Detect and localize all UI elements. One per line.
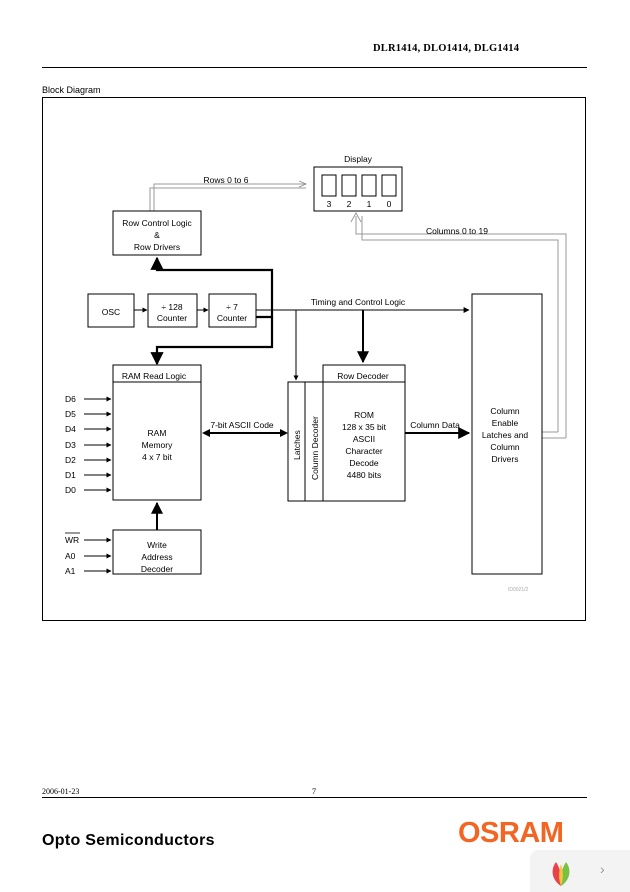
input-label: D2 [65, 455, 76, 465]
columns-label: Columns 0 to 19 [426, 226, 488, 236]
counter-128-block: ÷ 128 Counter [147, 293, 198, 328]
digit-label: 1 [367, 199, 372, 209]
digit-segment [341, 174, 357, 197]
rows-bus: Rows 0 to 6 [149, 175, 306, 211]
figure-code: ID0021/2 [508, 587, 529, 593]
digit-label: 2 [347, 199, 352, 209]
input-label: D4 [65, 424, 76, 434]
counter-label: ÷ 7 [226, 302, 238, 312]
input-label: A1 [65, 566, 76, 576]
rom-label: 128 x 35 bit [342, 422, 387, 432]
data-inputs: D6 D5 D4 D3 D2 D1 D0 [65, 394, 112, 495]
display-block: Display 3 2 1 0 [313, 154, 403, 212]
document-title: DLR1414, DLO1414, DLG1414 [373, 43, 520, 54]
latches-label: Latches [292, 430, 302, 460]
digit-label: 3 [327, 199, 332, 209]
decoder-label: Decoder [141, 564, 173, 574]
decoder-label: Address [141, 552, 172, 562]
write-decoder-block: Write Address Decoder [112, 529, 202, 575]
columns-bus: Columns 0 to 19 [350, 211, 567, 439]
rom-label: Character [345, 446, 382, 456]
ram-label: RAM [148, 428, 167, 438]
viewer-corner-panel [530, 850, 630, 892]
footer-page-number: 7 [312, 787, 316, 796]
column-drivers-label: Drivers [492, 454, 519, 464]
ram-block: RAM Read Logic RAM Memory 4 x 7 bit [112, 364, 202, 501]
rom-label: Decode [349, 458, 379, 468]
digit-segment [321, 174, 337, 197]
leaf-icon[interactable] [546, 858, 576, 888]
column-drivers-label: Column [490, 406, 520, 416]
row-decoder-label: Row Decoder [337, 371, 389, 381]
column-data-bus: Column Data [405, 420, 471, 439]
digit-segment [361, 174, 377, 197]
row-control-line: & [154, 230, 160, 240]
header-rule [42, 67, 587, 68]
input-label: D5 [65, 409, 76, 419]
input-label: WR [65, 535, 79, 545]
scan-bus [150, 256, 274, 366]
input-label: D0 [65, 485, 76, 495]
row-control-line: Row Drivers [134, 242, 180, 252]
counter-label: Counter [217, 313, 247, 323]
rom-label: 4480 bits [347, 470, 382, 480]
timing-label: Timing and Control Logic [311, 297, 406, 307]
ram-label: Memory [142, 440, 173, 450]
row-control-block: Row Control Logic & Row Drivers [112, 210, 202, 256]
rom-label: ASCII [353, 434, 375, 444]
counter-label: ÷ 128 [161, 302, 182, 312]
address-inputs: WR A0 A1 [65, 532, 112, 576]
counter-label: Counter [157, 313, 187, 323]
diagram-frame [42, 97, 586, 621]
digit-segment [381, 174, 397, 197]
input-label: D6 [65, 394, 76, 404]
column-drivers-block: Column Enable Latches and Column Drivers [471, 293, 543, 575]
footer-date: 2006-01-23 [42, 787, 80, 796]
digit-label: 0 [387, 199, 392, 209]
input-label: D3 [65, 440, 76, 450]
osram-logo: OSRAM [458, 817, 564, 849]
rows-label: Rows 0 to 6 [204, 175, 249, 185]
next-page-chevron-icon[interactable]: › [600, 861, 605, 877]
oscillator-block: OSC [87, 293, 135, 328]
osc-label: OSC [102, 307, 120, 317]
footer-rule [42, 797, 587, 798]
section-label: Block Diagram [42, 85, 101, 95]
input-label: D1 [65, 470, 76, 480]
row-control-line: Row Control Logic [122, 218, 192, 228]
decoder-label: Write [147, 540, 167, 550]
ascii-bus: 7-bit ASCII Code [202, 420, 288, 437]
rom-block: Row Decoder Latches Column Decoder ROM 1… [287, 364, 406, 502]
column-drivers-label: Column [490, 442, 520, 452]
timing-bus: Timing and Control Logic [256, 297, 470, 381]
rom-label: ROM [354, 410, 374, 420]
column-drivers-label: Latches and [482, 430, 529, 440]
company-name: Opto Semiconductors [42, 832, 215, 849]
ascii-bus-label: 7-bit ASCII Code [210, 420, 274, 430]
counter-7-block: ÷ 7 Counter [208, 293, 257, 328]
input-label: A0 [65, 551, 76, 561]
ram-label: 4 x 7 bit [142, 452, 172, 462]
column-decoder-label: Column Decoder [310, 416, 320, 480]
column-data-label: Column Data [410, 420, 460, 430]
column-drivers-label: Enable [492, 418, 519, 428]
display-label: Display [344, 154, 373, 164]
ram-read-logic-label: RAM Read Logic [122, 371, 187, 381]
